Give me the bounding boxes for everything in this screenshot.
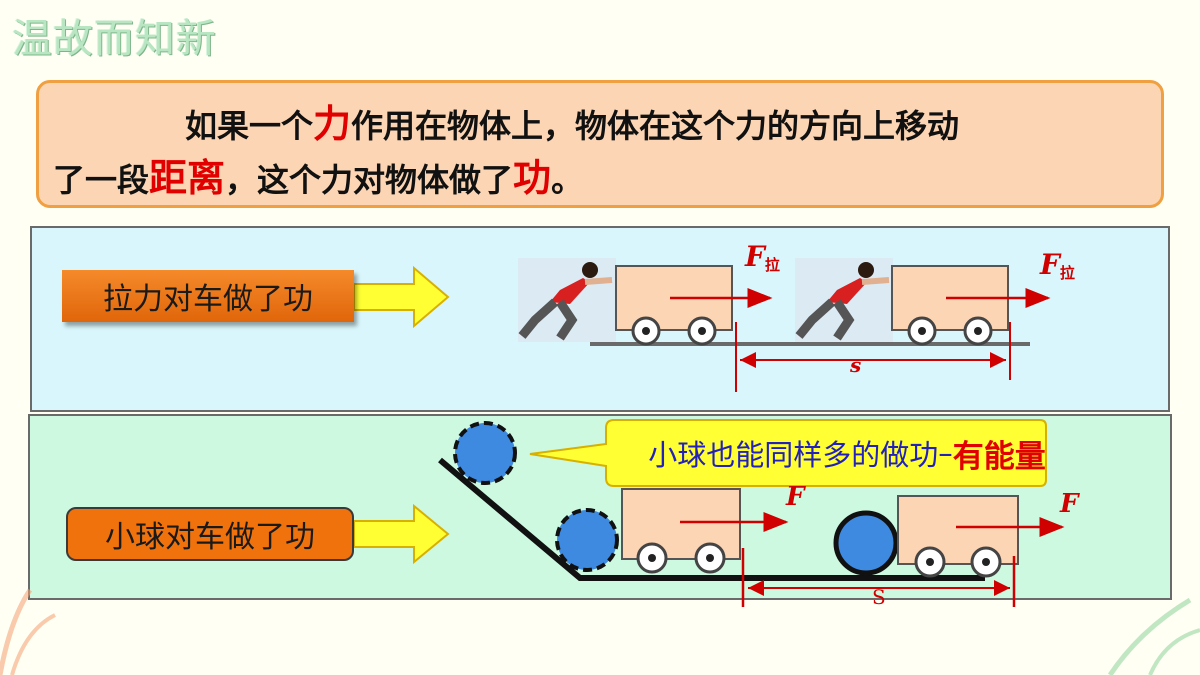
definition-box: 如果一个力作用在物体上，物体在这个力的方向上移动 了一段距离，这个力对物体做了功… — [36, 80, 1164, 208]
force-label: F拉 — [744, 240, 780, 274]
keyword-distance: 距离 — [149, 155, 226, 200]
force-label: F拉 — [1039, 248, 1075, 282]
callout-dash: – — [938, 436, 953, 470]
definition-text: 如果一个 — [185, 107, 314, 145]
definition-text: 。 — [551, 161, 584, 199]
cart-icon — [891, 265, 1009, 346]
ball-icon — [833, 510, 899, 576]
page-title: 温故而知新 — [12, 16, 217, 62]
definition-text: 作用在物体上，物体在这个力的方向上移动 — [351, 107, 960, 145]
callout-main-text: 小球也能同样多的做功 — [648, 438, 939, 472]
pushing-person-icon — [795, 258, 893, 342]
force-label: F — [785, 482, 806, 512]
pull-work-label: 拉力对车做了功 — [62, 270, 354, 322]
definition-text: 了一段 — [53, 161, 150, 199]
keyword-work: 功 — [513, 155, 552, 200]
plant-decoration-icon — [0, 588, 1200, 675]
callout-energy-text: 有能量 — [952, 438, 1046, 475]
yellow-arrow-icon — [353, 503, 450, 565]
distance-label: s — [849, 353, 861, 377]
ball-icon — [453, 421, 517, 485]
ball-icon — [555, 508, 619, 572]
yellow-arrow-icon — [353, 265, 450, 329]
callout-text: 小球也能同样多的做功–有能量 — [612, 424, 1082, 482]
cart-icon — [897, 495, 1019, 578]
definition-line-1: 如果一个力作用在物体上，物体在这个力的方向上移动 — [185, 93, 959, 148]
pushing-person-icon — [518, 258, 616, 342]
force-label: F — [1059, 489, 1080, 519]
definition-line-2: 了一段距离，这个力对物体做了功。 — [53, 147, 583, 202]
ramp — [438, 457, 985, 581]
cart-icon — [621, 488, 741, 574]
cart-icon — [615, 265, 733, 346]
keyword-force: 力 — [313, 101, 352, 146]
callout-bubble — [529, 419, 1047, 487]
ball-work-label: 小球对车做了功 — [66, 507, 354, 561]
definition-text: ，这个力对物体做了 — [225, 161, 514, 199]
distance-label: S — [872, 585, 886, 609]
